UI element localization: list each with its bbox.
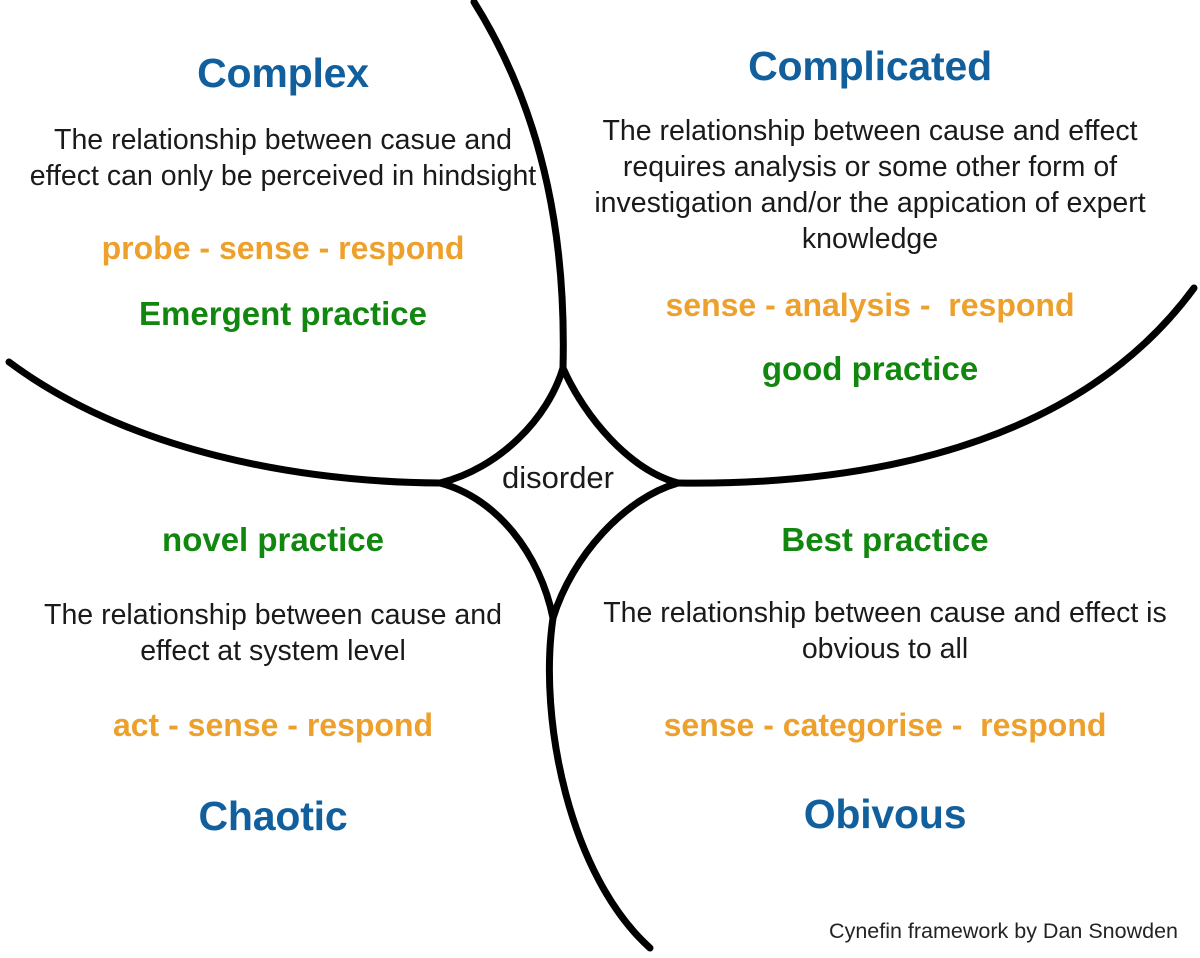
chaotic-description: The relationship between cause and effec… — [44, 599, 502, 668]
complicated-title: Complicated — [748, 43, 992, 89]
obvious-practice-label: Best practice — [781, 521, 989, 558]
obvious-action-sequence: sense - categorise - respond — [663, 707, 1107, 744]
chaotic-action-sequence: act - sense - respond — [112, 707, 434, 744]
complex-title: Complex — [197, 50, 369, 96]
chaotic-practice-label: novel practice — [162, 521, 384, 558]
quadrant-complex: Complex The relationship between casue a… — [18, 50, 548, 333]
complicated-action-sequence: sense - analysis - respond — [665, 286, 1075, 323]
chaotic-title: Chaotic — [198, 793, 348, 840]
complex-action-sequence: probe - sense - respond — [101, 229, 465, 266]
complex-description: The relationship between casue and effec… — [29, 124, 537, 192]
curve-left-horizontal — [5, 358, 444, 487]
complex-practice-label: Emergent practice — [139, 295, 427, 333]
complicated-description: The relationship between cause and effec… — [594, 115, 1146, 255]
quadrant-complicated: Complicated The relationship between cau… — [560, 43, 1180, 387]
attribution-text: Cynefin framework by Dan Snowden — [829, 919, 1178, 943]
disorder-label: disorder — [502, 460, 614, 495]
quadrant-chaotic: novel practice The relationship between … — [8, 521, 538, 840]
obvious-title: Obivous — [803, 791, 967, 838]
obvious-description: The relationship between cause and effec… — [603, 597, 1167, 666]
complicated-practice-label: good practice — [761, 349, 979, 387]
quadrant-obvious: Best practice The relationship between c… — [600, 521, 1170, 838]
